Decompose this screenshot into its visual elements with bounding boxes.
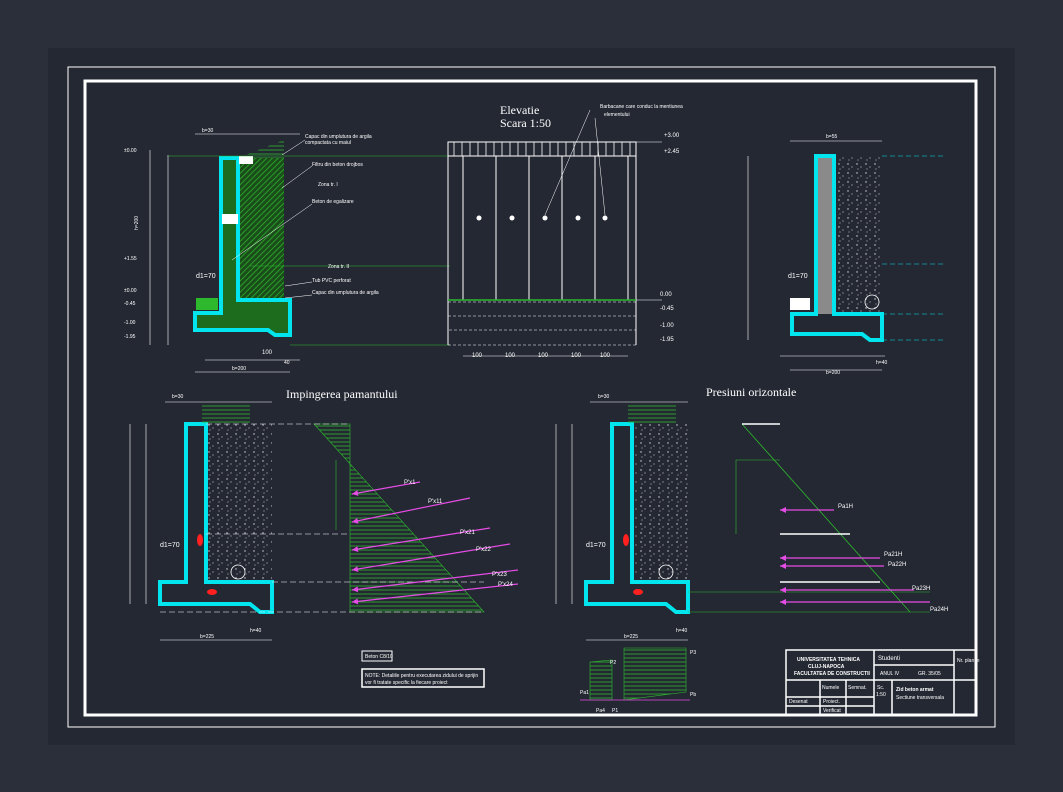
force-px11: P'x11 (428, 499, 443, 505)
level-300: +3.00 (664, 133, 680, 139)
tb-row-project: Proiect. (823, 699, 840, 705)
tb-scale-label: Sc. (877, 685, 884, 691)
label-pvc-pipe: Tub PVC perforat (312, 278, 351, 284)
tb-students: Studenti (878, 656, 900, 662)
right-dim-d1: d1=70 (788, 273, 808, 280)
svg-text:-0.45: -0.45 (124, 301, 136, 307)
outer-frame (67, 66, 996, 728)
force-pa24h: Pa24H (930, 607, 948, 613)
section-left-view: ±0.00 +1.55 ±0.00 -0.45 -1.00 -1.95 (124, 133, 450, 373)
label-cap-clay: Capac din umplutura de argila (305, 134, 372, 140)
tb-row-drawn: Desenat (789, 699, 808, 705)
note-box (361, 668, 485, 688)
tb-city: CLUJ-NAPOCA (808, 664, 845, 670)
right-dim-h40: h=40 (876, 360, 887, 366)
elevation-note-2: elementului (604, 112, 630, 118)
label-zone-2: Zona tr. II (328, 264, 349, 270)
dim-b30: b=30 (202, 128, 213, 134)
label-leveling-concrete: Beton de egalizare (312, 199, 354, 205)
tb-drawing-title: Zid beton armat (896, 687, 934, 693)
tb-row-sign: Semnat. (848, 685, 867, 691)
ep-dim-b225: b=225 (200, 634, 214, 640)
sketch-p2: P2 (610, 660, 616, 666)
span-4: 100 (571, 353, 582, 359)
tb-plan: Nr. planse (957, 658, 980, 664)
tb-year: ANUL IV (880, 671, 900, 677)
hp-dim-b225: b=225 (624, 634, 638, 640)
dim-h200: h=200 (134, 216, 140, 230)
tb-group: GR. 35/05 (918, 671, 941, 677)
tb-row-name: Numele (822, 685, 839, 691)
earth-pressure-title: Impingerea pamantului (286, 387, 398, 401)
ep-dim-d1: d1=70 (160, 542, 180, 549)
tb-scale-value: 1:50 (876, 692, 886, 698)
elevation-note-1: Barbacane care conduc la mentiunea (600, 104, 683, 110)
label-filter: Filtru din beton drojbos (312, 162, 363, 168)
sketch-pa1: Pa1 (580, 690, 589, 696)
tb-university: UNIVERSITATEA TEHNICA (797, 657, 860, 663)
concrete-tag-box (361, 650, 393, 662)
ep-dim-h40: h=40 (250, 628, 261, 634)
horizontal-pressure-title: Presiuni orizontale (706, 385, 796, 399)
elevation-view (447, 109, 662, 357)
svg-text:±0.00: ±0.00 (124, 288, 137, 294)
sketch-pb: Pb (690, 692, 696, 698)
dim-b200: b=200 (232, 366, 246, 372)
svg-text:+1.55: +1.55 (124, 256, 137, 262)
sketch-p1: P1 (612, 708, 618, 714)
span-5: 100 (600, 353, 611, 359)
force-px22: P'x22 (476, 547, 491, 553)
note-line-2: vor fi tratate specific la fiecare proie… (365, 680, 448, 686)
dim-40: 40 (284, 360, 290, 366)
ep-dim-b30: b=30 (172, 394, 183, 400)
force-pa22h: Pa22H (888, 562, 906, 568)
force-px23: P'x23 (492, 572, 507, 578)
svg-text:±0.00: ±0.00 (124, 148, 137, 154)
earth-pressure-view (129, 401, 519, 641)
hp-dim-d1: d1=70 (586, 542, 606, 549)
label-cap-clay-bottom: Capac din umplutura de argila (312, 290, 379, 296)
elevation-title: Elevatie (500, 103, 539, 117)
force-px21: P'x21 (460, 530, 475, 536)
right-dim-b200: b=200 (826, 370, 840, 376)
label-cap-clay-2: compactata cu maiul (305, 140, 351, 146)
sketch-p3: P3 (690, 650, 696, 656)
level-245: +2.45 (664, 149, 680, 155)
force-px24: P'x24 (498, 582, 513, 588)
tb-faculty: FACULTATEA DE CONSTRUCTII (794, 671, 871, 677)
svg-text:-1.00: -1.00 (124, 320, 136, 326)
level-195: -1.95 (660, 337, 674, 343)
elevation-scale: Scara 1:50 (500, 116, 551, 130)
span-3: 100 (538, 353, 549, 359)
note-line-1: NOTE: Detaliile pentru executarea zidulu… (365, 673, 478, 679)
span-1: 100 (472, 353, 483, 359)
section-right-view (747, 140, 945, 371)
level-100: -1.00 (660, 323, 674, 329)
right-dim-b55: b=55 (826, 134, 837, 140)
tb-drawing-subtitle: Sectiune transversala (896, 695, 944, 701)
title-block (785, 649, 977, 716)
level-045: -0.45 (660, 306, 674, 312)
force-px1: P'x1 (404, 480, 416, 486)
tb-row-checked: Verificat (823, 708, 841, 714)
hp-dim-h40: h=40 (676, 628, 687, 634)
span-2: 100 (505, 353, 516, 359)
label-zone-1: Zona tr. I (318, 182, 338, 188)
inner-frame (83, 79, 978, 717)
horizontal-pressure-view (555, 401, 930, 701)
concrete-tag: Beton C8/10 (365, 654, 393, 660)
force-pa23h: Pa23H (912, 586, 930, 592)
force-pa21h: Pa21H (884, 552, 902, 558)
dim-100: 100 (262, 350, 273, 356)
dim-d1-70: d1=70 (196, 273, 216, 280)
sketch-pa4: Pa4 (596, 708, 605, 714)
svg-text:-1.95: -1.95 (124, 334, 136, 340)
hp-dim-b30: b=30 (598, 394, 609, 400)
force-pa1h: Pa1H (838, 504, 853, 510)
level-000: 0.00 (660, 292, 672, 298)
